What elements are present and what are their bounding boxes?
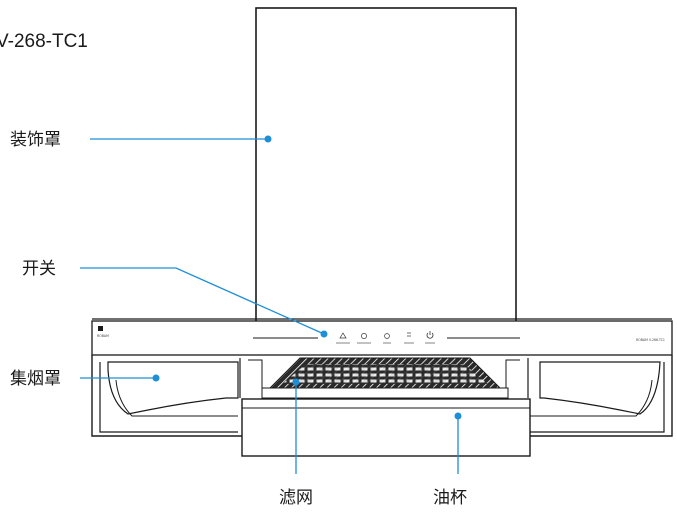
power-icon[interactable] <box>425 331 435 344</box>
leader-dot-oil-cup <box>454 412 462 420</box>
panel-details: ROBAM ROBAM V-268-TC1 <box>97 326 665 344</box>
leader-dot-switch <box>320 330 328 338</box>
panel-logo-icon <box>98 326 103 331</box>
button-icon-4[interactable] <box>404 332 414 344</box>
hood-body <box>91 318 673 437</box>
decor-cover <box>255 7 517 324</box>
label-switch: 开关 <box>22 259 56 279</box>
label-decor-cover: 装饰罩 <box>10 130 61 150</box>
button-icon-2[interactable] <box>357 333 371 344</box>
filter-grille <box>261 357 509 399</box>
label-oil-cup: 油杯 <box>433 488 467 508</box>
leader-dot-smoke-hood <box>152 374 160 382</box>
label-smoke-hood: 集烟罩 <box>10 369 61 389</box>
panel-logo: ROBAM <box>97 334 109 338</box>
panel-right-text: ROBAM V-268-TC1 <box>636 338 665 342</box>
label-filter: 滤网 <box>279 488 313 508</box>
control-panel <box>91 320 673 356</box>
button-icon-1[interactable] <box>336 332 350 344</box>
button-icon-3[interactable] <box>383 333 391 344</box>
leader-dot-filter <box>292 378 300 386</box>
leader-dot-decor-cover <box>264 135 272 143</box>
model-title: V-268-TC1 <box>0 31 88 52</box>
